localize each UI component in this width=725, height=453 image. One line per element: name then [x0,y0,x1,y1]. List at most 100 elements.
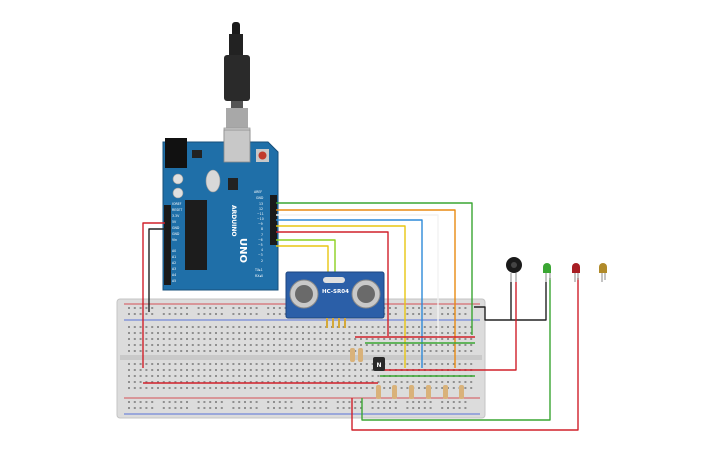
breadboard-hole [168,332,171,334]
breadboard-hole [319,350,322,352]
breadboard-hole [325,344,328,346]
pin-label: A5 [172,279,176,283]
breadboard-hole [278,407,281,409]
breadboard-hole [162,401,165,403]
breadboard-hole [406,387,409,389]
breadboard-hole [145,363,148,365]
breadboard-hole [191,387,194,389]
breadboard-hole [197,350,200,352]
breadboard-hole [255,401,258,403]
breadboard-hole [342,401,345,403]
breadboard-hole [412,326,415,328]
breadboard-hole [220,375,223,377]
breadboard-hole [273,363,275,365]
breadboard-hole [128,407,130,409]
breadboard-hole [278,313,281,315]
breadboard-hole [162,350,165,352]
wire-black-buzzer [474,282,547,321]
breadboard-hole [441,344,444,346]
breadboard-hole [290,344,293,346]
breadboard-hole [447,344,449,346]
breadboard-hole [452,344,455,346]
breadboard-hole [151,344,154,346]
breadboard-hole [232,363,235,365]
breadboard-hole [180,375,183,377]
breadboard-hole [133,313,136,315]
breadboard-hole [441,401,444,403]
breadboard-hole [238,344,241,346]
breadboard-hole [406,350,409,352]
breadboard-hole [220,326,223,328]
breadboard-hole [423,313,426,315]
breadboard-hole [273,307,275,309]
breadboard-hole [360,387,362,389]
breadboard-hole [128,313,130,315]
breadboard-hole [313,350,316,352]
breadboard-hole [174,307,177,309]
breadboard-hole [232,326,235,328]
breadboard-hole [400,326,403,328]
breadboard-hole [226,344,229,346]
breadboard-hole [307,387,310,389]
breadboard-hole [406,401,409,403]
breadboard-hole [203,407,206,409]
breadboard-hole [290,401,293,403]
breadboard-hole [302,363,304,365]
breadboard-hole [470,326,473,328]
breadboard-hole [296,381,299,383]
breadboard-hole [139,350,142,352]
breadboard-hole [215,313,217,315]
breadboard-hole [319,375,322,377]
breadboard-hole [348,407,351,409]
breadboard-hole [174,369,177,371]
breadboard-hole [186,407,188,409]
breadboard-hole [238,332,241,334]
breadboard-hole [389,407,391,409]
breadboard-hole [215,344,217,346]
breadboard-hole [151,363,154,365]
breadboard-hole [209,407,212,409]
pin-label: RX◂0 [255,274,263,278]
breadboard-hole [180,387,183,389]
breadboard-hole [133,381,136,383]
breadboard-hole [174,313,177,315]
breadboard-hole [307,338,310,340]
breadboard-hole [267,326,270,328]
breadboard-hole [429,307,432,309]
breadboard-hole [162,375,165,377]
breadboard-hole [139,401,142,403]
breadboard-hole [261,387,264,389]
breadboard-hole [151,375,154,377]
breadboard-hole [418,363,420,365]
breadboard-hole [290,350,293,352]
breadboard-hole [354,338,357,340]
breadboard-hole [197,407,200,409]
pin-label: RESET [172,208,182,212]
breadboard-hole [151,381,154,383]
breadboard-hole [151,401,154,403]
breadboard-hole [389,313,391,315]
breadboard-hole [389,350,391,352]
breadboard-hole [203,363,206,365]
breadboard-hole [261,338,264,340]
breadboard-hole [360,363,362,365]
breadboard-hole [331,387,333,389]
breadboard-hole [197,344,200,346]
breadboard-hole [215,401,217,403]
breadboard-hole [458,332,461,334]
breadboard-hole [365,344,368,346]
breadboard-hole [278,326,281,328]
breadboard-hole [273,401,275,403]
breadboard-hole [162,407,165,409]
breadboard-hole [249,381,252,383]
breadboard-hole [168,307,171,309]
breadboard-hole [325,332,328,334]
breadboard-hole [435,344,438,346]
breadboard-hole [255,381,258,383]
breadboard-hole [296,338,299,340]
breadboard-hole [325,369,328,371]
breadboard-hole [331,363,333,365]
breadboard-hole [244,350,246,352]
breadboard-hole [261,363,264,365]
breadboard-hole [220,332,223,334]
